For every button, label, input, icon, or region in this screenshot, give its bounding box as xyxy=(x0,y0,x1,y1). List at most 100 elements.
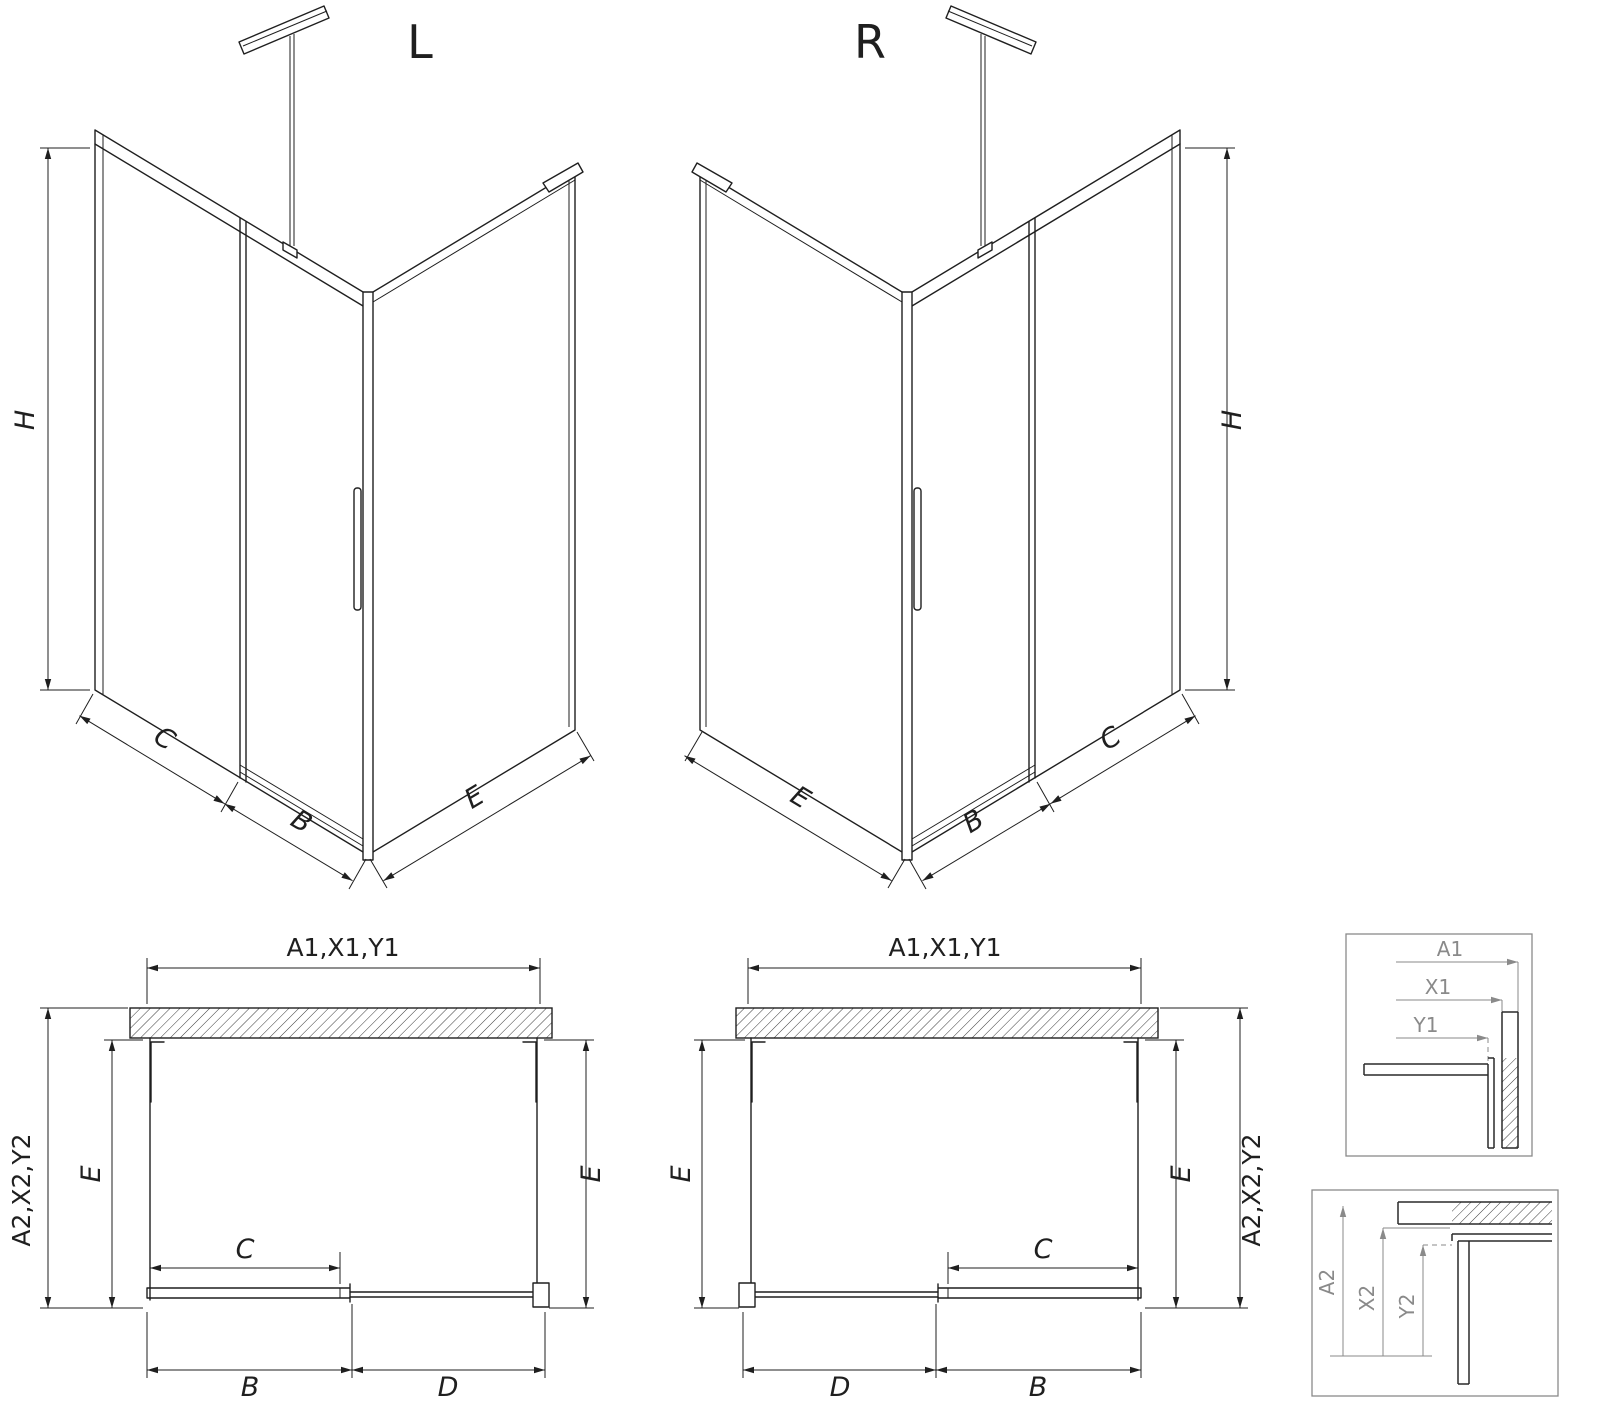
corner-bracket xyxy=(738,1282,756,1308)
ceiling-bracket-line xyxy=(242,10,328,47)
wall-profile-hook xyxy=(1123,1041,1138,1103)
side-glass-panel xyxy=(367,169,576,856)
profile-section-drawing xyxy=(1363,1011,1519,1149)
dim-height: H xyxy=(1185,147,1248,691)
top-track-section xyxy=(1363,1063,1488,1076)
dimension-line xyxy=(684,755,892,882)
ceiling-support xyxy=(945,5,1037,259)
glass-section xyxy=(1487,1057,1495,1148)
dim-side-width: E xyxy=(369,731,595,889)
sliding-door-edge xyxy=(239,217,247,783)
top-track-profile xyxy=(906,143,1181,310)
corner-bracket xyxy=(532,1282,550,1308)
dim-overall-width: A1,X1,Y1 xyxy=(747,933,1142,1004)
wall-hatched-strip xyxy=(735,1007,1159,1039)
extension-lines xyxy=(1036,693,1200,813)
profile-section-drawing xyxy=(1397,1201,1552,1385)
detail-dim-y1: Y1 xyxy=(1396,1013,1489,1062)
support-rod xyxy=(289,34,295,248)
wall-profile-hook xyxy=(522,1041,537,1103)
dim-label-opening: C xyxy=(1034,1234,1053,1265)
dim-label-side: E xyxy=(459,780,490,815)
variant-title-right: R xyxy=(854,15,886,69)
dim-opening: C xyxy=(947,1234,1138,1284)
dim-label-depth-left: E xyxy=(666,1165,697,1182)
wall-hatch-section xyxy=(1452,1202,1552,1224)
extension-lines xyxy=(908,858,927,890)
dim-label-height: H xyxy=(10,410,41,430)
front-wall-assembly xyxy=(906,129,1181,856)
wall-mount-bracket xyxy=(691,162,733,193)
dim-label-x1: X1 xyxy=(1425,975,1451,999)
side-glass-right-plan xyxy=(1123,1037,1139,1301)
dim-label-opening: C xyxy=(236,1234,255,1265)
wall-hatched-strip xyxy=(129,1007,553,1039)
detail-dim-x2: X2 xyxy=(1355,1227,1450,1356)
wall-profile-section xyxy=(1488,1011,1519,1149)
detail-top-profile: A1 X1 Y1 xyxy=(1345,933,1533,1157)
dim-label-a1: A1 xyxy=(1437,937,1463,961)
rod-mount-plate xyxy=(977,241,993,259)
door-handle xyxy=(913,487,922,611)
front-assembly-plan xyxy=(738,1282,1142,1308)
dimension-line xyxy=(1050,715,1196,805)
side-glass-right-plan xyxy=(522,1037,538,1301)
dim-label-height: H xyxy=(1217,410,1248,430)
dim-label-fixed: C xyxy=(1095,720,1127,756)
wall-profile-hook xyxy=(150,1041,165,1103)
side-glass-left-plan xyxy=(750,1037,766,1301)
extension-lines xyxy=(75,693,239,813)
dim-label-x2: X2 xyxy=(1355,1285,1379,1311)
side-panel-top-line xyxy=(699,179,908,306)
dim-label-y2: Y2 xyxy=(1395,1294,1419,1320)
dim-depth-left: E xyxy=(666,1039,745,1309)
variant-title-left: L xyxy=(407,15,433,69)
detail-dim-x1: X1 xyxy=(1396,975,1503,1064)
dim-door-width: B xyxy=(224,803,367,890)
plan-view-right: A1,X1,Y1 C E E xyxy=(666,933,1266,1403)
dim-label-a2: A2 xyxy=(1315,1269,1339,1295)
side-panel-top-line xyxy=(367,179,576,306)
dimension-line xyxy=(383,755,591,882)
wall-profile-section xyxy=(1397,1201,1552,1225)
dim-label-door: B xyxy=(1029,1372,1048,1403)
dimension-line xyxy=(922,803,1051,882)
corner-post xyxy=(901,291,913,861)
dim-overall-width: A1,X1,Y1 xyxy=(146,933,541,1004)
side-glass-left-plan xyxy=(149,1037,165,1301)
wall-hatch-section xyxy=(1502,1058,1518,1148)
detail-dim-a2: A2 xyxy=(1315,1206,1347,1356)
door-handle xyxy=(353,487,362,611)
fixed-panel-plan xyxy=(744,1291,939,1298)
top-track-profile xyxy=(94,143,369,310)
front-wall-assembly xyxy=(94,129,369,856)
extension-lines xyxy=(40,1007,128,1309)
dim-fixed-width: C xyxy=(75,693,239,813)
dim-label-door: B xyxy=(241,1372,260,1403)
dim-door-width: B xyxy=(908,803,1051,890)
plan-view-left: A1,X1,Y1 C E A2,X2,Y2 xyxy=(7,933,607,1403)
extension-lines xyxy=(742,1304,937,1378)
dim-depth-right: E xyxy=(1145,1039,1197,1309)
dim-label-y1: Y1 xyxy=(1413,1013,1439,1037)
iso-view-left: L H xyxy=(10,5,595,890)
rod-mount-plate xyxy=(282,241,298,259)
extension-lines xyxy=(104,1039,143,1309)
extension-lines xyxy=(369,731,595,889)
extension-lines xyxy=(146,1304,353,1378)
iso-view-right: R H E xyxy=(684,5,1248,890)
dim-height: H xyxy=(10,147,90,691)
extension-lines xyxy=(747,958,1142,1004)
detail-box-border xyxy=(1345,933,1533,1157)
sliding-door-plan xyxy=(146,1283,351,1303)
dim-depth-right: E xyxy=(544,1039,607,1309)
side-glass-panel xyxy=(699,169,908,856)
glass-section xyxy=(1451,1233,1552,1242)
dim-label-overall-width: A1,X1,Y1 xyxy=(286,933,399,962)
bottom-track-section xyxy=(1457,1241,1470,1385)
side-panel-assembly xyxy=(367,162,584,856)
wall-profile-hook xyxy=(751,1041,766,1103)
wall-mount-bracket xyxy=(542,162,584,193)
